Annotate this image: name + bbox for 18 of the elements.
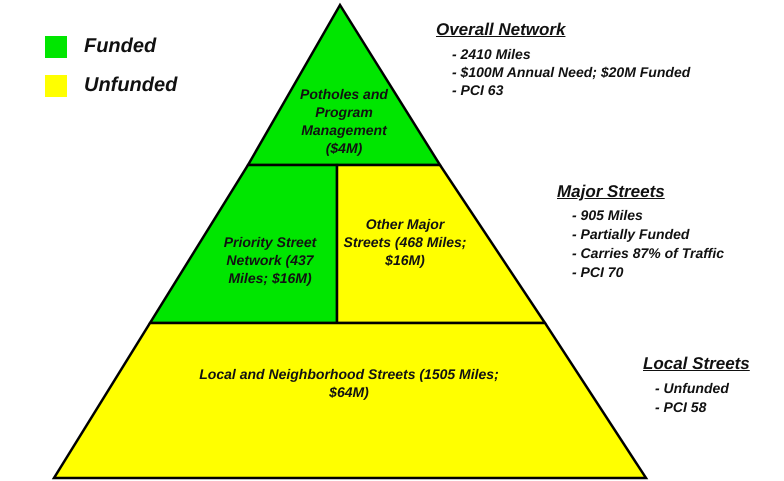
bullet-item: - Partially Funded [572,226,690,242]
legend-text: Funded [84,35,156,58]
section-heading: Local Streets [643,354,750,374]
bullet-item: - 905 Miles [572,207,643,223]
legend-text: Unfunded [84,74,178,97]
bullet-item: - PCI 63 [452,82,504,98]
bullet-item: - Carries 87% of Traffic [572,245,724,261]
bullet-item: - Unfunded [655,380,729,396]
section-heading: Major Streets [557,182,665,202]
tier-label: Other Major Streets (468 Miles; $16M) [343,215,467,269]
bullet-item: - $100M Annual Need; $20M Funded [452,64,690,80]
section-heading: Overall Network [436,20,566,40]
bullet-item: - PCI 70 [572,264,624,280]
tier-label: Potholes and Program Management ($4M) [299,85,390,157]
bullet-item: - PCI 58 [655,399,706,415]
tier-label: Local and Neighborhood Streets (1505 Miles; $64M) [198,365,500,401]
bullet-item: - 2410 Miles [452,46,531,62]
tier-label: Priority Street Network (437 Miles; $16M) [222,233,318,287]
